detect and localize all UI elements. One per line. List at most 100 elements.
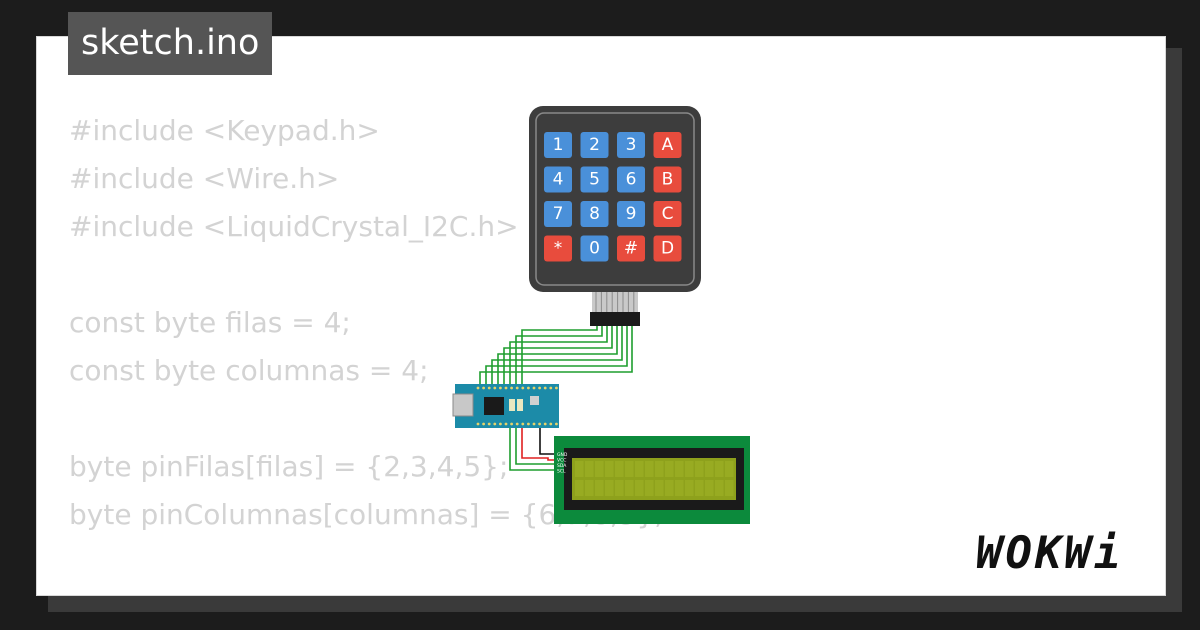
- lcd-cell: [595, 461, 604, 477]
- code-line: #include <Keypad.h>: [69, 114, 380, 147]
- lcd-cell: [645, 461, 654, 477]
- key-label: 6: [626, 170, 637, 190]
- lcd-cell: [655, 461, 664, 477]
- keypad-key: 0: [580, 235, 609, 262]
- keypad-wires: [479, 326, 633, 388]
- nano-pin: [504, 422, 508, 426]
- keypad-key: #: [617, 235, 645, 262]
- lcd-cell: [635, 480, 644, 496]
- nano-pin: [515, 422, 519, 426]
- lcd-cell: [675, 480, 684, 496]
- nano-pin: [476, 422, 480, 426]
- keypad-key: B: [653, 166, 682, 193]
- nano-pin: [549, 422, 553, 426]
- lcd-cell: [675, 461, 684, 477]
- lcd-cell: [685, 480, 694, 496]
- nano-pin: [487, 386, 491, 390]
- lcd-cell: [705, 480, 714, 496]
- nano-pin: [543, 386, 547, 390]
- nano-pin: [510, 386, 513, 390]
- nano-pin: [521, 422, 525, 426]
- lcd-cell: [615, 480, 624, 496]
- lcd-cell: [575, 480, 584, 496]
- key-label: 7: [553, 204, 564, 224]
- lcd-cell: [695, 461, 704, 477]
- lcd-cell: [615, 461, 624, 477]
- code-background: #include <Keypad.h> #include <Wire.h> #inc…: [69, 107, 664, 595]
- lcd-pin-label: GND: [557, 452, 568, 458]
- code-line: const byte filas = 4;: [69, 306, 351, 339]
- keypad-key: C: [653, 201, 682, 227]
- lcd-cell: [715, 461, 724, 477]
- nano-pin: [499, 422, 502, 426]
- keypad-key: 7: [544, 201, 572, 227]
- nano-pin: [482, 422, 485, 426]
- arduino-nano: [452, 384, 559, 428]
- lcd-cell: [665, 461, 674, 477]
- nano-pin: [493, 386, 497, 390]
- nano-pin: [499, 386, 502, 390]
- key-label: 1: [553, 135, 564, 155]
- lcd-pin-label: SDA: [557, 463, 567, 469]
- keypad-key: 5: [580, 166, 609, 193]
- nano-pin: [543, 422, 547, 426]
- lcd-cell: [625, 480, 634, 496]
- key-label: *: [554, 239, 563, 259]
- lcd-cell: [725, 480, 734, 496]
- keypad-key: D: [653, 235, 682, 262]
- lcd-cell: [725, 461, 734, 477]
- nano-pin: [549, 386, 553, 390]
- file-name-tag: sketch.ino: [68, 12, 273, 75]
- nano-pin: [555, 386, 558, 390]
- keypad-key: 2: [580, 132, 609, 158]
- key-label: D: [661, 239, 674, 259]
- wokwi-logo: WOKWi: [976, 528, 1124, 579]
- nano-pin: [482, 386, 485, 390]
- lcd-cell: [705, 461, 714, 477]
- keypad-key: 8: [580, 201, 609, 227]
- lcd-cell: [715, 480, 724, 496]
- key-label: 9: [626, 204, 637, 224]
- keypad-key: 3: [617, 132, 645, 158]
- nano-pin: [555, 422, 558, 426]
- lcd-cell: [595, 480, 604, 496]
- key-label: C: [662, 204, 674, 224]
- nano-pin: [504, 386, 508, 390]
- lcd-cell: [605, 480, 614, 496]
- keypad-key: 6: [617, 166, 645, 193]
- key-label: #: [624, 239, 638, 259]
- key-label: 4: [553, 170, 564, 190]
- nano-pin: [538, 386, 541, 390]
- lcd-pin-label: SCL: [557, 469, 566, 475]
- lcd-cell: [685, 461, 694, 477]
- nano-pin: [515, 386, 519, 390]
- code-line: #include <Wire.h>: [69, 162, 340, 195]
- nano-pin: [527, 422, 530, 426]
- key-label: 0: [589, 239, 600, 259]
- lcd-cell: [585, 480, 594, 496]
- key-label: B: [662, 170, 674, 190]
- key-label: 8: [589, 204, 600, 224]
- lcd-cell: [625, 461, 634, 477]
- code-line: #include <LiquidCrystal_I2C.h>: [69, 210, 519, 243]
- code-line: byte pinFilas[filas] = {2,3,4,5};: [69, 450, 509, 483]
- keypad-key: A: [653, 132, 682, 158]
- code-line: char teclas[filas][columnas] = {: [69, 587, 664, 595]
- code-line: const byte columnas = 4;: [69, 354, 429, 387]
- keypad-key: 9: [617, 201, 645, 227]
- lcd-cell: [655, 480, 664, 496]
- lcd-cell: [665, 480, 674, 496]
- nano-pin: [493, 422, 497, 426]
- lcd-wires: [509, 428, 562, 471]
- nano-pin: [476, 386, 480, 390]
- lcd-cell: [695, 480, 704, 496]
- nano-pin: [510, 422, 513, 426]
- keypad-ribbon: [590, 292, 640, 326]
- lcd-cell: [575, 461, 584, 477]
- key-label: A: [662, 135, 674, 155]
- keypad-key: *: [544, 235, 572, 262]
- lcd-pin-label: VCC: [557, 458, 566, 464]
